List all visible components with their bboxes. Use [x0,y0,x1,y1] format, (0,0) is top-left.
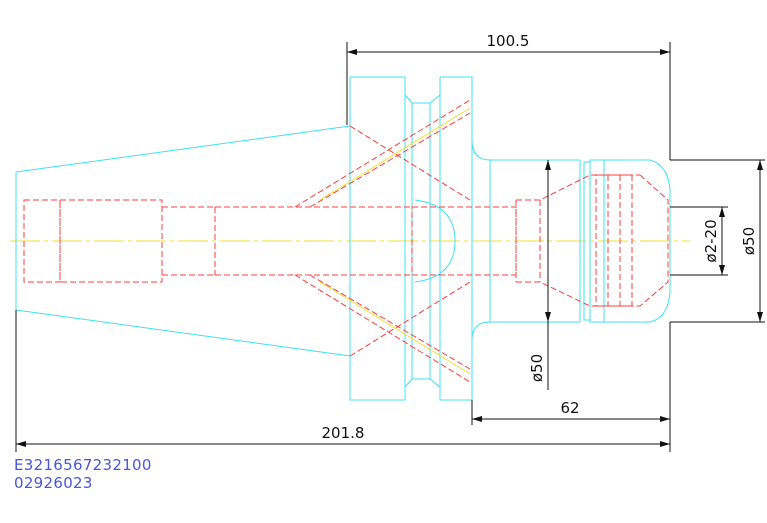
dim-clamp-range: ø2-20 [702,219,720,262]
outline [15,76,671,401]
dim-shank-diameter: ø50 [528,354,546,382]
dimension-lines [15,42,765,452]
dim-nose-length: 62 [560,399,579,417]
dim-nose-diameter: ø50 [740,227,758,255]
hidden-lines [23,99,669,383]
thread-lines [319,107,471,375]
dim-overall-length: 201.8 [322,424,365,442]
part-code: E3216567232100 [14,456,152,474]
dim-top-length: 100.5 [487,32,530,50]
order-code: 02926023 [14,474,93,492]
